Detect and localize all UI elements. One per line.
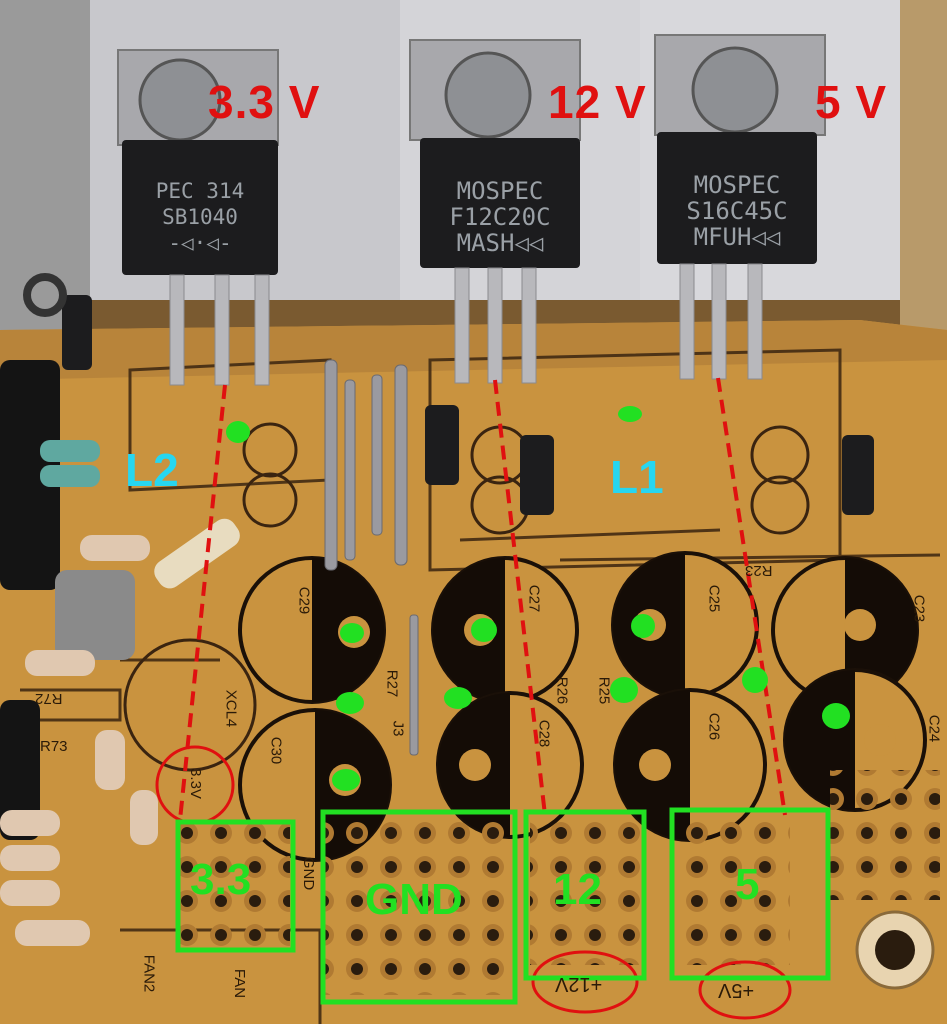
regulator-marking-line: MFUH◁◁	[693, 223, 781, 251]
silk-c25: C25	[705, 584, 723, 613]
silk-c26: C26	[705, 712, 723, 741]
silk-j3: J3	[389, 720, 407, 737]
regulator-5v-body	[657, 132, 817, 264]
rail-mark-circle-12v	[531, 950, 639, 1014]
output-box-12v	[523, 809, 647, 981]
silk-r23: R23	[745, 562, 773, 579]
regulator-3v3-marking: PEC 314 SB1040 -◁·◁-	[122, 178, 278, 256]
output-box-3v3	[175, 819, 296, 953]
silk-r25: R25	[595, 676, 613, 705]
regulator-marking-line: F12C20C	[449, 203, 551, 231]
inductor-label-l1: L1	[610, 451, 664, 503]
regulator-5v-marking: MOSPEC S16C45C MFUH◁◁	[657, 172, 817, 250]
regulator-marking-line: MOSPEC	[693, 171, 781, 199]
regulator-marking-line: MASH◁◁	[456, 229, 544, 257]
silk-r73: R73	[40, 738, 68, 755]
rail-mark-circle-5v	[698, 960, 792, 1020]
silk-r26: R26	[553, 676, 571, 705]
silk-fan: FAN	[231, 968, 249, 999]
output-box-gnd	[320, 809, 518, 1005]
silk-3v3-mark: 3.3V	[186, 768, 204, 799]
regulator-marking-line: S16C45C	[686, 197, 788, 225]
output-box-5v	[669, 807, 831, 981]
silk-xcl4: XCL4	[222, 689, 240, 728]
silk-r72: R72	[35, 690, 63, 707]
trace-line-5v	[716, 377, 787, 816]
inductor-label-l2: L2	[125, 444, 179, 496]
voltage-label-12v: 12 V	[548, 76, 647, 128]
silk-c23: C23	[910, 594, 928, 623]
regulator-marking-line: MOSPEC	[456, 177, 544, 205]
regulator-marking-line: -◁·◁-	[168, 231, 232, 255]
voltage-label-3v3: 3.3 V	[208, 76, 321, 128]
silk-c29: C29	[295, 586, 313, 615]
silk-r27: R27	[383, 669, 401, 698]
silk-gnd: GND	[300, 856, 318, 891]
silk-12v-mark: +12V	[555, 973, 603, 995]
regulator-marking-line: SB1040	[162, 205, 238, 229]
output-label-12v: 12	[553, 865, 602, 914]
silk-c24: C24	[925, 714, 943, 743]
output-label-gnd: GND	[365, 875, 463, 924]
silk-c30: C30	[267, 736, 285, 765]
output-label-3v3: 3.3	[190, 855, 252, 904]
regulator-12v-body	[420, 138, 580, 268]
regulator-marking-line: PEC 314	[155, 179, 245, 203]
trace-line-12v	[493, 379, 547, 816]
silk-c28: C28	[535, 719, 553, 748]
voltage-label-5v: 5 V	[815, 76, 888, 128]
output-label-5v: 5	[735, 860, 760, 909]
regulator-12v-marking: MOSPEC F12C20C MASH◁◁	[420, 178, 580, 256]
silk-fan2: FAN2	[140, 954, 158, 993]
silk-c27: C27	[525, 584, 543, 613]
silk-5v-mark: +5V	[718, 979, 755, 1001]
regulator-3v3-body	[122, 140, 278, 275]
